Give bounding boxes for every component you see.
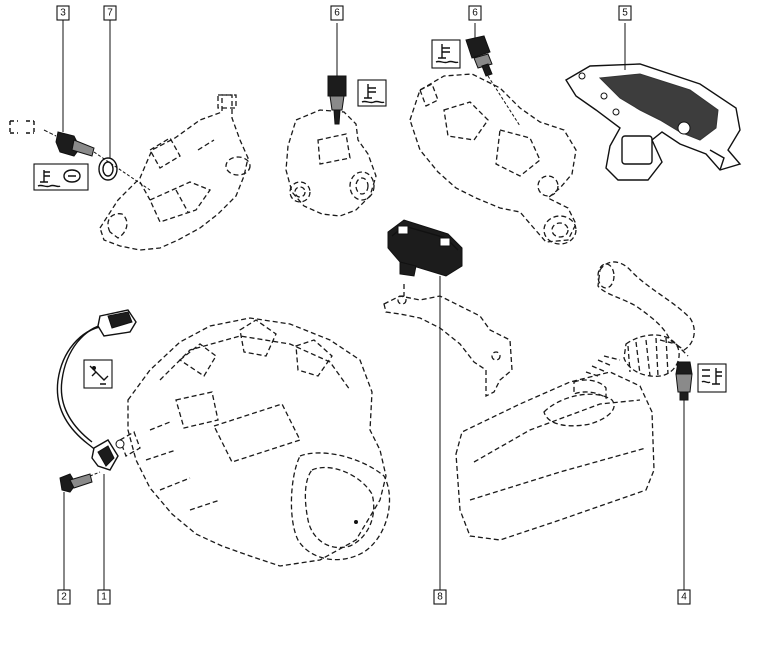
callout-7: 7 bbox=[103, 5, 117, 158]
callout-4: 4 bbox=[677, 589, 691, 605]
callout-1-label: 1 bbox=[101, 592, 107, 603]
coolant-temperature-warning-icon bbox=[33, 163, 89, 191]
air-temperature-sensor-4 bbox=[675, 361, 693, 590]
callout-3-label: 3 bbox=[60, 8, 66, 19]
mounting-bracket-5 bbox=[565, 23, 742, 181]
callout-6b: 6 bbox=[468, 5, 482, 21]
air-temperature-icon bbox=[697, 363, 727, 393]
callout-4-label: 4 bbox=[681, 592, 687, 603]
callout-5-label: 5 bbox=[622, 8, 628, 19]
coolant-temperature-icon bbox=[357, 79, 387, 107]
callout-6b-label: 6 bbox=[472, 8, 478, 19]
sensor-bracket bbox=[383, 284, 513, 398]
callout-1: 1 bbox=[97, 589, 111, 605]
vehicle-speed-sensor-cable bbox=[56, 309, 137, 590]
seal-ring-7 bbox=[98, 157, 118, 181]
thermostat-housing-middle bbox=[285, 109, 377, 217]
callout-2: 2 bbox=[57, 589, 71, 605]
callout-6a-label: 6 bbox=[334, 8, 340, 19]
gearbox-housing bbox=[119, 317, 391, 567]
bolt-2 bbox=[59, 471, 101, 590]
speed-sensor-icon bbox=[83, 359, 113, 389]
thermostat-housing-right bbox=[409, 73, 577, 245]
callout-7-label: 7 bbox=[107, 8, 113, 19]
connector-outline-icon bbox=[9, 120, 35, 134]
callout-6a: 6 bbox=[330, 5, 344, 21]
callout-8: 8 bbox=[433, 589, 447, 605]
callout-2-label: 2 bbox=[61, 592, 67, 603]
coolant-temperature-sensor-3 bbox=[43, 129, 151, 191]
callout-8-label: 8 bbox=[437, 592, 443, 603]
callout-5: 5 bbox=[618, 5, 632, 21]
thermostat-housing-left bbox=[99, 94, 251, 251]
callout-3: 3 bbox=[56, 5, 70, 132]
air-filter-housing bbox=[455, 355, 655, 541]
coolant-temperature-sensor-6b bbox=[465, 23, 521, 127]
coolant-temperature-icon bbox=[431, 39, 461, 69]
coolant-temperature-sensor-6a bbox=[327, 23, 347, 125]
air-intake-duct bbox=[597, 261, 695, 377]
pressure-sensor-8 bbox=[387, 219, 463, 590]
